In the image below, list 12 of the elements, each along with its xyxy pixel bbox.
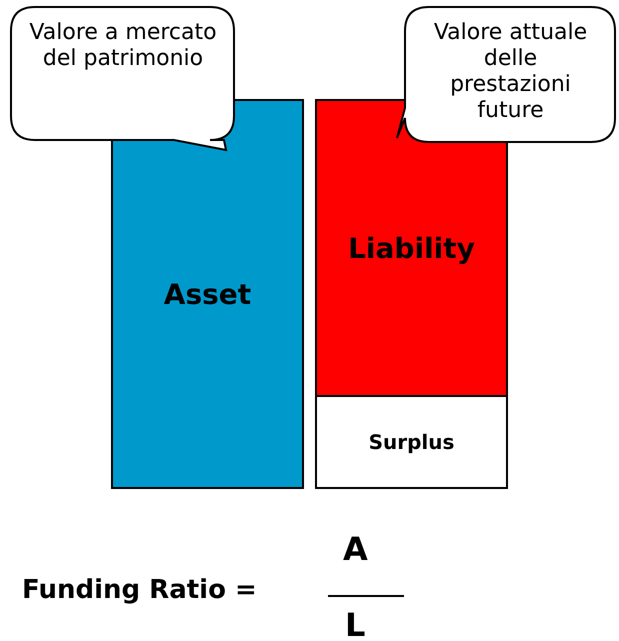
bar-label: Liability [348,232,475,264]
surplus-bar [315,395,508,489]
bar-label: Asset [164,278,252,310]
callout-text: Valore a mercato del patrimonio [28,20,218,72]
speech-bubble [10,6,236,152]
asset-bar [111,99,304,489]
numerator: A [343,530,368,568]
bar-label: Surplus [368,430,454,454]
callout-text: Valore attuale delle prestazioni future [432,20,588,124]
denominator: L [345,606,366,641]
formula-label: Funding Ratio = [22,575,257,605]
speech-bubble [396,6,617,144]
